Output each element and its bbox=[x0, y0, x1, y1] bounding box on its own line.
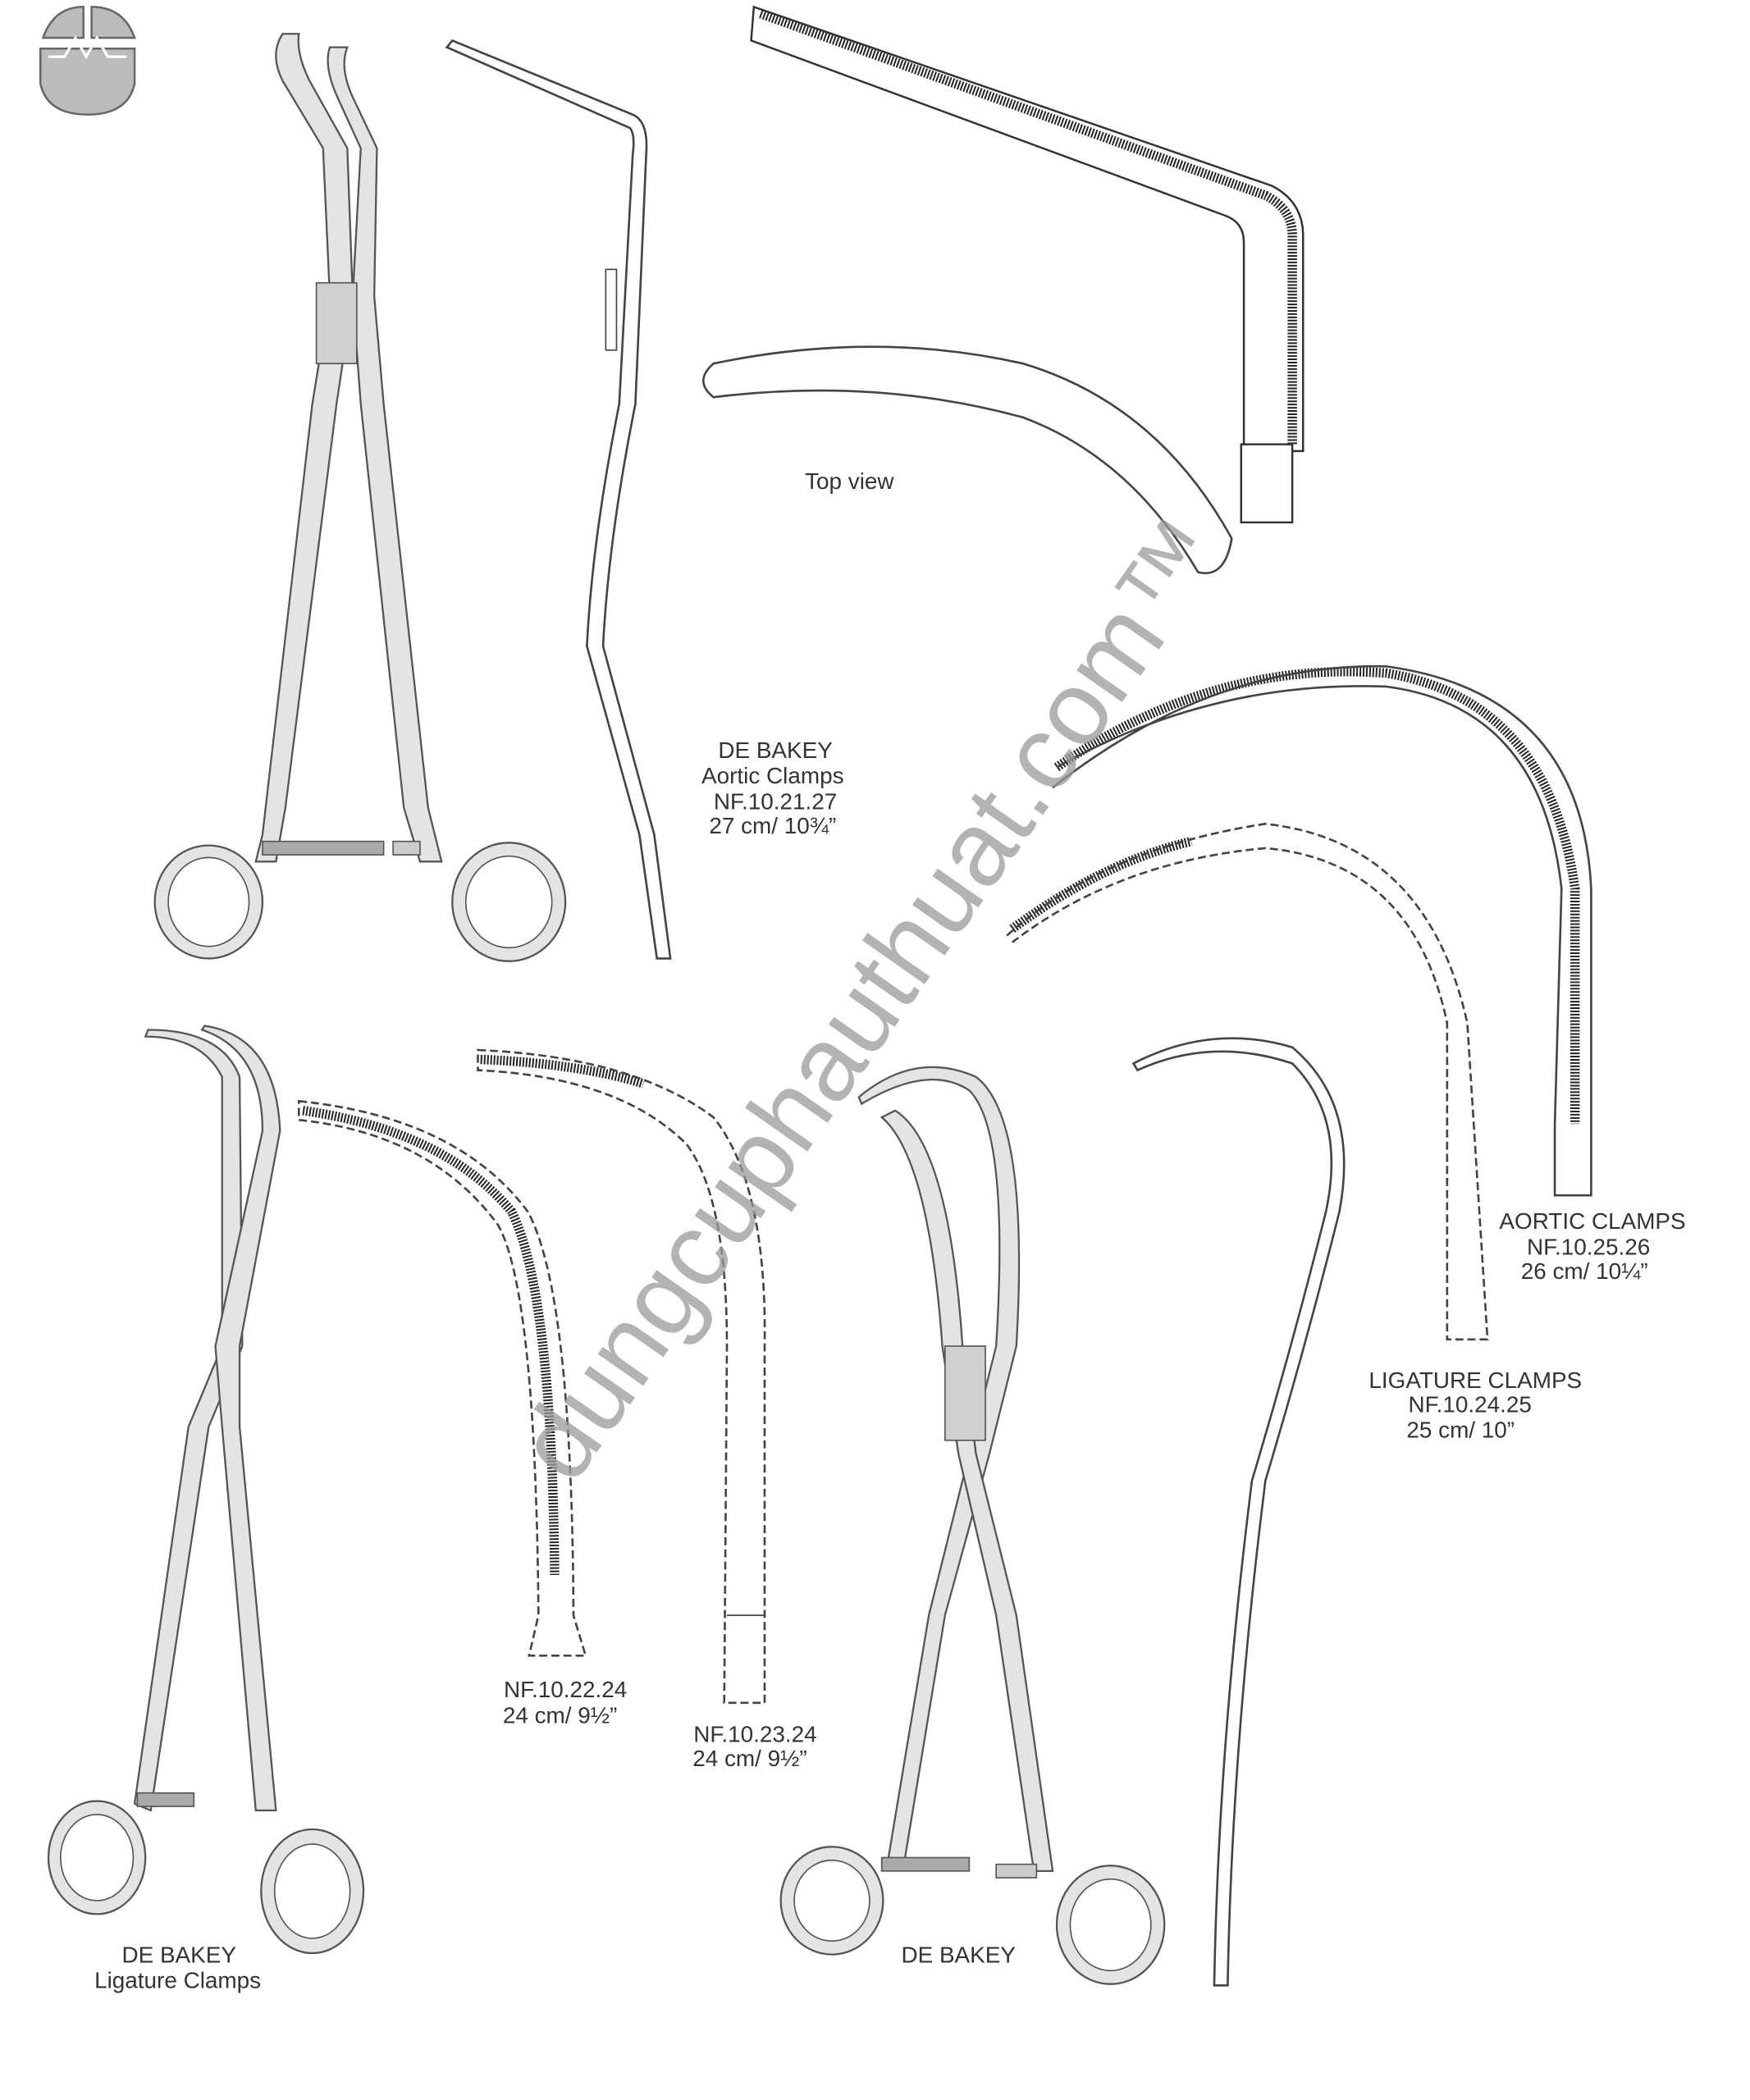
product-size: 25 cm/ 10” bbox=[1406, 1418, 1515, 1443]
angled-jaw-drawing bbox=[750, 5, 1305, 524]
product-title: AORTIC CLAMPS bbox=[1499, 1208, 1685, 1234]
product-size: 24 cm/ 9½” bbox=[503, 1702, 617, 1728]
watermark: dungcuphauthuat.com™ bbox=[495, 496, 1247, 1500]
product-code: NF.10.21.27 bbox=[714, 788, 837, 814]
product-title: LIGATURE CLAMPS bbox=[1368, 1367, 1582, 1393]
product-subtitle: Ligature Clamps bbox=[94, 1968, 261, 1993]
label-nf-10-24-25: LIGATURE CLAMPS NF.10.24.25 25 cm/ 10” bbox=[1368, 1367, 1582, 1443]
curved-aortic-jaw-drawing bbox=[1052, 664, 1592, 1197]
label-de-bakey-ligature: DE BAKEY Ligature Clamps bbox=[94, 1942, 261, 1993]
aortic-clamp-side-view bbox=[445, 39, 672, 960]
top-view-label: Top view bbox=[805, 468, 894, 494]
ligature-clamp-jaw-drawing bbox=[1006, 823, 1489, 1341]
label-nf-10-25-26: AORTIC CLAMPS NF.10.25.26 26 cm/ 10¼” bbox=[1499, 1208, 1685, 1284]
product-size: 24 cm/ 9½” bbox=[692, 1746, 806, 1771]
jaw-drawing-10-22 bbox=[297, 1099, 587, 1657]
de-bakey-forceps-image bbox=[779, 1066, 1166, 1985]
top-view-drawing bbox=[702, 345, 1233, 574]
product-size: 26 cm/ 10¼” bbox=[1521, 1258, 1648, 1284]
product-subtitle: Aortic Clamps bbox=[701, 763, 843, 788]
product-size: 27 cm/ 10¾” bbox=[709, 813, 836, 838]
label-nf-10-23-24: NF.10.23.24 24 cm/ 9½” bbox=[692, 1721, 816, 1771]
product-code: NF.10.22.24 bbox=[504, 1677, 627, 1702]
product-code: NF.10.23.24 bbox=[693, 1721, 816, 1746]
ligature-clamp-side-view bbox=[1131, 1037, 1346, 1987]
label-nf-10-21-27: DE BAKEY Aortic Clamps NF.10.21.27 27 cm… bbox=[701, 737, 843, 838]
slot-mark bbox=[605, 268, 618, 351]
product-title: DE BAKEY bbox=[718, 737, 832, 763]
product-code: NF.10.24.25 bbox=[1409, 1391, 1532, 1417]
product-code: NF.10.25.26 bbox=[1527, 1234, 1650, 1259]
jaw-drawing-10-23 bbox=[477, 1048, 766, 1705]
label-nf-10-22-24: NF.10.22.24 24 cm/ 9½” bbox=[503, 1677, 627, 1728]
label-de-bakey: DE BAKEY bbox=[902, 1942, 1016, 1967]
brand-logo bbox=[39, 6, 136, 116]
aortic-clamp-forceps-image bbox=[153, 33, 567, 962]
product-title: DE BAKEY bbox=[122, 1942, 236, 1967]
ligature-clamp-forceps-image bbox=[47, 1025, 365, 1955]
